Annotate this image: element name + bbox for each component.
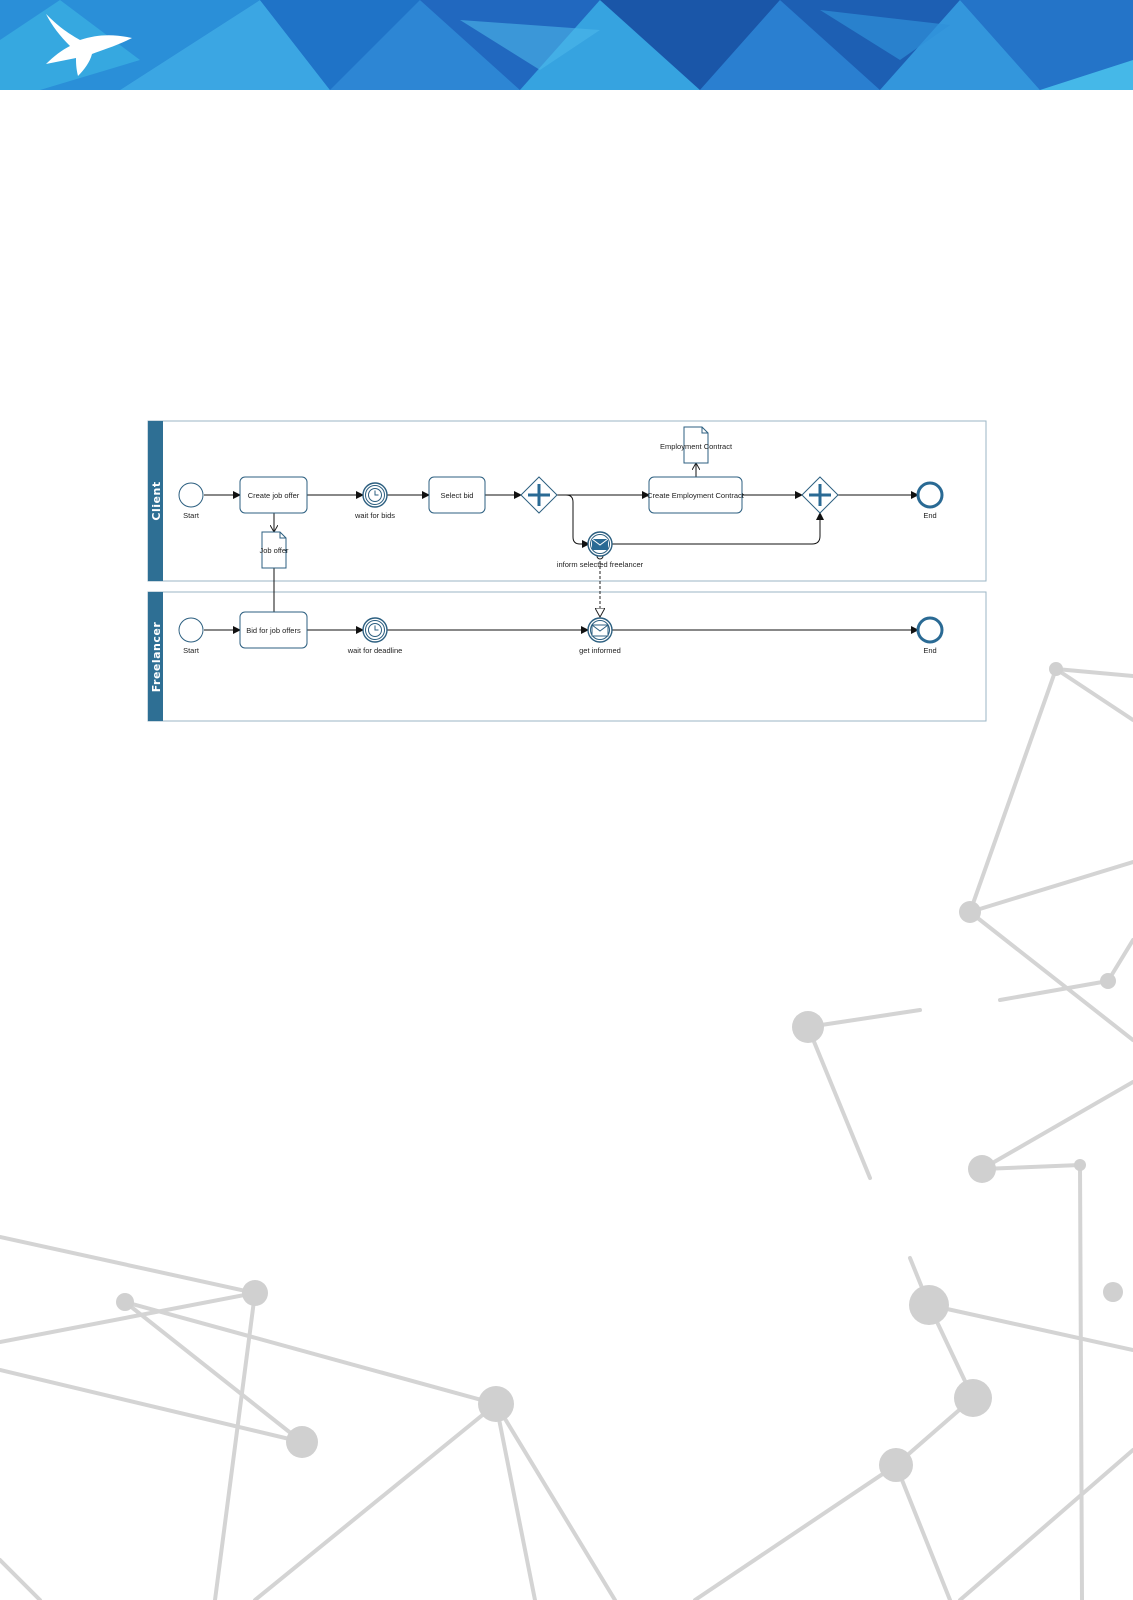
create-employment-contract-label: Create Employment Contract — [647, 491, 745, 500]
freelancer-start-label: Start — [183, 646, 200, 655]
client-end-event[interactable] — [916, 481, 944, 509]
job-offer-data-object[interactable] — [261, 531, 287, 569]
select-bid-task[interactable] — [428, 476, 486, 514]
plus-icon — [528, 484, 550, 506]
wait-for-deadline-label: wait for deadline — [347, 646, 403, 655]
parallel-split-gateway[interactable] — [520, 476, 558, 514]
bid-for-job-offers-task[interactable] — [239, 611, 308, 649]
client-start-label: Start — [183, 511, 200, 520]
client-lane-label: Client — [150, 481, 163, 520]
create-employment-contract-task[interactable] — [648, 476, 743, 514]
freelancer-start-event[interactable] — [178, 617, 204, 643]
freelancer-lane-label: Freelancer — [150, 622, 163, 693]
inform-freelancer-label: inform selected freelancer — [557, 560, 644, 569]
envelope-filled-icon — [591, 538, 609, 550]
freelancer-end-label: End — [923, 646, 936, 655]
envelope-icon — [591, 624, 609, 637]
client-flows — [204, 491, 919, 548]
employment-contract-data-object[interactable] — [683, 426, 709, 464]
create-job-offer-task[interactable] — [239, 476, 308, 514]
wait-for-deadline-timer-event[interactable] — [362, 617, 388, 643]
clock-icon — [368, 623, 382, 637]
wait-for-bids-label: wait for bids — [354, 511, 395, 520]
plus-icon — [809, 484, 831, 506]
bid-for-job-offers-label: Bid for job offers — [246, 626, 301, 635]
inform-freelancer-throw-event[interactable] — [587, 531, 613, 557]
freelancer-end-event[interactable] — [916, 616, 944, 644]
wait-for-bids-timer-event[interactable] — [362, 482, 388, 508]
clock-icon — [368, 488, 382, 502]
client-end-label: End — [923, 511, 936, 520]
parallel-join-gateway[interactable] — [801, 476, 839, 514]
get-informed-catch-event[interactable] — [587, 617, 613, 643]
get-informed-label: get informed — [579, 646, 621, 655]
job-offer-data-label: Job offer — [259, 546, 289, 555]
header-banner — [0, 0, 1133, 90]
employment-contract-data-label: Employment Contract — [660, 442, 733, 451]
butterfly-logo-icon — [46, 14, 132, 76]
create-job-offer-label: Create job offer — [248, 491, 300, 500]
client-start-event[interactable] — [178, 482, 204, 508]
freelancer-pool: Freelancer — [147, 591, 987, 722]
select-bid-label: Select bid — [441, 491, 474, 500]
